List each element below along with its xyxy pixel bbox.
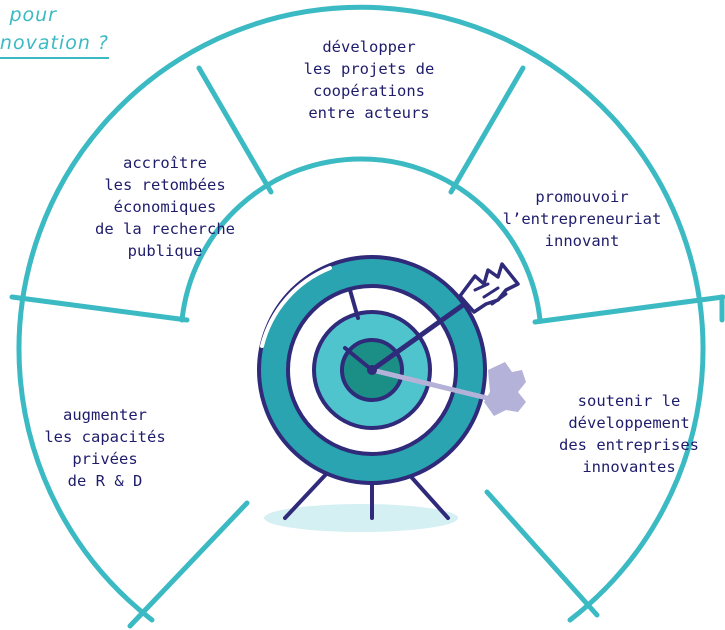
- wheel-outer-arc: [16, 4, 706, 623]
- header-underline: [0, 57, 109, 59]
- segment-label-entrepreneuriat: promouvoir l’entrepreneuriat innovant: [502, 188, 662, 250]
- target-icon: [257, 255, 487, 532]
- wheel-inner-arc: [179, 156, 543, 323]
- header-line-2: novation ?: [0, 32, 109, 54]
- segment-label-cooperation: développer les projets de coopérations e…: [303, 38, 435, 122]
- wheel-divider-5: [127, 500, 250, 629]
- segment-label-entreprises: soutenir le développement des entreprise…: [559, 392, 699, 476]
- arrow-icon: [367, 262, 520, 375]
- wheel-divider-2: [196, 65, 274, 195]
- wheel-divider-1: [9, 294, 190, 323]
- wheel-divider-4: [532, 294, 725, 325]
- header-line-1: pour: [9, 4, 57, 26]
- segment-label-capacites: augmenter les capacités privées de R & D: [44, 406, 166, 490]
- segment-label-retombees: accroître les retombées économiques de l…: [95, 154, 235, 260]
- ghost-arrow-icon: [369, 362, 526, 416]
- wheel-divider-6: [484, 489, 600, 618]
- wheel-divider-3: [448, 65, 526, 195]
